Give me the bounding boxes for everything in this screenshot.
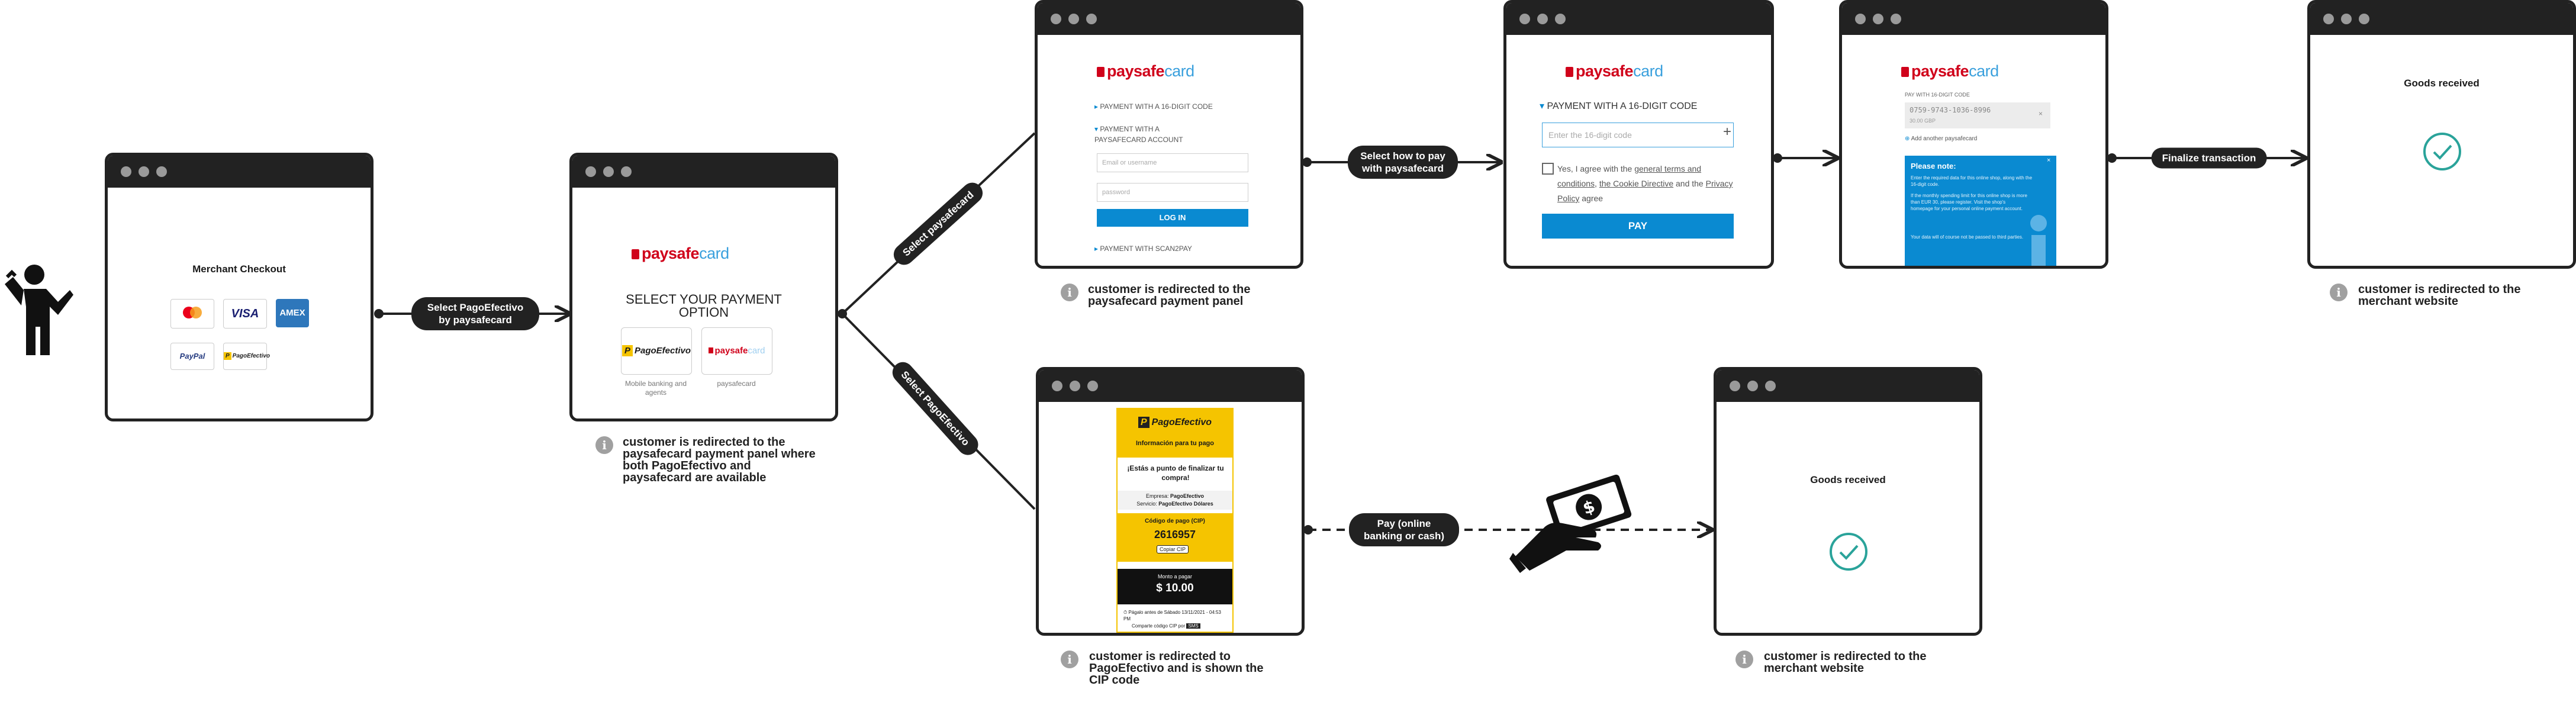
note-text-3: Your data will of course not be passed t… xyxy=(1911,234,2024,240)
edge-label-pay-online: Pay (online banking or cash) xyxy=(1349,513,1459,546)
terms-link[interactable]: general terms and conditions xyxy=(1557,164,1702,188)
check-circle-icon xyxy=(2423,133,2461,170)
select-option-title: SELECT YOUR PAYMENT OPTION xyxy=(626,292,782,320)
share-cip: Comparte código CIP por SMS xyxy=(1132,623,1200,629)
paypal-logo[interactable]: PayPal xyxy=(170,343,214,370)
opt-16-digit[interactable]: ▸ PAYMENT WITH A 16-DIGIT CODE xyxy=(1094,102,1213,111)
email-field[interactable]: Email or username xyxy=(1097,153,1248,172)
caption-2: customer is redirected to the paysafecar… xyxy=(1088,283,1251,308)
copy-cip-button[interactable]: Copiar CIP xyxy=(1157,545,1189,553)
caption-1: customer is redirected to the paysafecar… xyxy=(623,436,816,484)
payment-option-window: paysafecard SELECT YOUR PAYMENT OPTION P… xyxy=(569,153,838,421)
entered-code-box: 0759-9743-1036-8996 30.00 GBP × xyxy=(1905,102,2050,128)
check-circle-icon xyxy=(1830,533,1867,571)
note-text-1: Enter the required data for this online … xyxy=(1911,175,2033,187)
pago-company: Empresa: PagoEfectivo Servicio: PagoEfec… xyxy=(1118,491,1232,510)
close-note-icon[interactable]: × xyxy=(2047,157,2051,164)
goods-received-title: Goods received xyxy=(1810,474,1886,485)
visa-logo[interactable]: VISA xyxy=(223,299,267,329)
caption-3: customer is redirected to the merchant w… xyxy=(2358,283,2521,308)
login-button[interactable]: LOG IN xyxy=(1097,209,1248,227)
password-field[interactable]: password xyxy=(1097,183,1248,202)
caption-5: customer is redirected to the merchant w… xyxy=(1764,650,1927,675)
info-icon: i xyxy=(1061,284,1078,301)
customer-person-icon xyxy=(5,265,73,355)
agree-text: Yes, I agree with the general terms and … xyxy=(1557,164,1733,203)
option2-label: paysafecard xyxy=(717,379,756,388)
add-icon[interactable]: + xyxy=(1723,124,1732,140)
cip-code: 2616957 xyxy=(1154,529,1196,540)
pago-headline: ¡Estás a punto de finalizar tu compra! xyxy=(1127,464,1224,482)
goods-received-title: Goods received xyxy=(2404,78,2480,89)
note-title: Please note: xyxy=(1911,162,1956,170)
edge-label-finalize: Finalize transaction xyxy=(2151,147,2267,169)
code-label: PAY WITH 16-DIGIT CODE xyxy=(1905,92,1970,98)
goods-received-window-bottom: Goods received xyxy=(1714,367,1982,636)
info-icon: i xyxy=(1735,651,1753,668)
edge-label-select-pagoefectivo: Select PagoEfectivo by paysafecard xyxy=(411,297,539,330)
privacy-link[interactable]: Privacy Policy xyxy=(1557,179,1733,203)
opt-scan2pay[interactable]: ▸ PAYMENT WITH SCAN2PAY xyxy=(1094,244,1192,253)
cookie-link[interactable]: the Cookie Directive xyxy=(1599,179,1674,188)
entered-code: 0759-9743-1036-8996 xyxy=(1910,106,1991,114)
caption-4: customer is redirected to PagoEfectivo a… xyxy=(1089,650,1264,687)
hand-money-icon: $ xyxy=(1509,474,1632,573)
cip-label: Código de pago (CIP) xyxy=(1145,518,1205,524)
pay-heading: ▾ PAYMENT WITH A 16-DIGIT CODE xyxy=(1540,101,1698,111)
paysafecard-pay-window: paysafecard ▾ PAYMENT WITH A 16-DIGIT CO… xyxy=(1503,0,1774,269)
add-another-link[interactable]: ⊕ Add another paysafecard xyxy=(1905,136,1978,142)
info-icon: i xyxy=(2330,284,2348,301)
amex-logo[interactable]: AMEX xyxy=(276,299,309,327)
amount-value: $ 10.00 xyxy=(1156,582,1194,594)
clock-icon: ⏱ xyxy=(1123,610,1129,615)
paysafecard-logo: paysafecard xyxy=(1566,62,1663,81)
entered-amount: 30.00 GBP xyxy=(1910,118,1936,124)
amount-label: Monto a pagar xyxy=(1157,574,1193,580)
info-icon: i xyxy=(595,436,613,454)
agree-checkbox[interactable] xyxy=(1542,163,1554,175)
sms-icon[interactable]: SMS xyxy=(1186,623,1200,629)
checkout-title: Merchant Checkout xyxy=(192,263,286,275)
mastercard-logo[interactable] xyxy=(170,299,214,329)
paysafecard-logo: paysafecard xyxy=(1901,62,1999,81)
note-box: × Please note: Enter the required data f… xyxy=(1905,156,2056,266)
info-watermark-icon xyxy=(2030,215,2047,231)
remove-code-icon[interactable]: × xyxy=(2039,110,2043,118)
pago-info-title: Información para tu pago xyxy=(1135,440,1214,447)
goods-received-window-top: Goods received xyxy=(2307,0,2576,269)
paysafecard-logo: paysafecard xyxy=(632,244,729,263)
deadline: ⏱ Págalo antes de Sábado 13/11/2021 - 04… xyxy=(1123,610,1221,622)
info-icon: i xyxy=(1061,651,1078,668)
paysafecard-logo: paysafecard xyxy=(1097,62,1194,81)
option1-label: Mobile banking and agents xyxy=(624,379,687,397)
edge-label-select-how: Select how to pay with paysafecard xyxy=(1348,146,1458,179)
code-input[interactable]: Enter the 16-digit code xyxy=(1542,123,1734,147)
paysafecard-panel-window: paysafecard ▸ PAYMENT WITH A 16-DIGIT CO… xyxy=(1035,0,1303,269)
opt-account[interactable]: ▾ PAYMENT WITH A PAYSAFECARD ACCOUNT xyxy=(1094,125,1183,144)
option-paysafecard-card[interactable]: paysafecard xyxy=(701,327,772,375)
pay-button[interactable]: PAY xyxy=(1542,214,1734,239)
note-text-2: If the monthly spending limit for this o… xyxy=(1911,193,2027,211)
paysafecard-note-window: paysafecard PAY WITH 16-DIGIT CODE 0759-… xyxy=(1839,0,2108,269)
